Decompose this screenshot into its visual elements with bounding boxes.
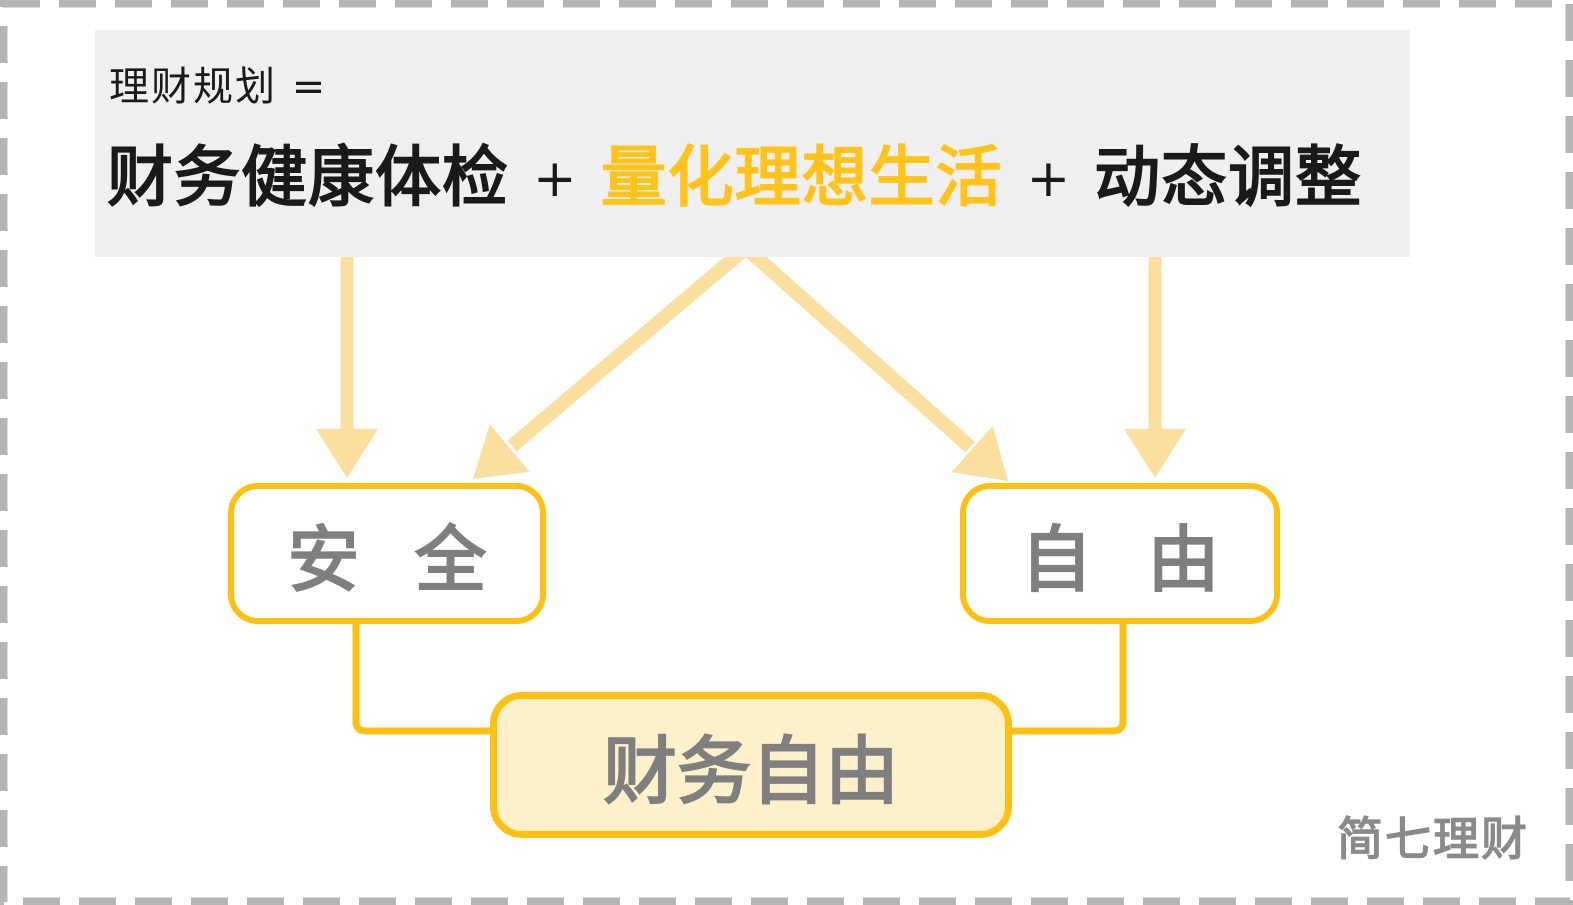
arrow-checkup-to-safety-head (316, 429, 378, 478)
arrow-adjustment-to-freedom-head (1124, 429, 1186, 478)
arrow-ideal-life-to-safety-head (473, 424, 530, 479)
node-financial-freedom: 财务自由 (490, 692, 1012, 838)
arrow-ideal-life-to-freedom-head (951, 425, 1008, 481)
plus-operator: + (1026, 149, 1071, 209)
brand-watermark: 简七理财 (1337, 812, 1529, 866)
equation-term-quantify-ideal-life: 量化理想生活 (600, 139, 1003, 216)
node-safety-label: 安 全 (287, 518, 487, 602)
node-freedom: 自 由 (960, 483, 1280, 624)
header-panel: 理财规划 = 财务健康体检 + 量化理想生活 + 动态调整 (95, 30, 1410, 257)
equation-term-dynamic-adjustment: 动态调整 (1094, 139, 1363, 216)
arrow-ideal-life-shafts (507, 238, 975, 453)
connector-freedom-to-financial-freedom (1011, 622, 1127, 735)
header-formula-label: 理财规划 = (109, 64, 328, 110)
node-safety: 安 全 (228, 483, 546, 624)
connector-safety-to-financial-freedom (352, 622, 492, 735)
equation-term-financial-checkup: 财务健康体检 (107, 139, 509, 216)
node-financial-freedom-label: 财务自由 (603, 728, 899, 815)
plus-operator: + (533, 149, 577, 209)
equation-row: 财务健康体检 + 量化理想生活 + 动态调整 (107, 140, 1362, 216)
node-freedom-label: 自 由 (1020, 518, 1220, 602)
